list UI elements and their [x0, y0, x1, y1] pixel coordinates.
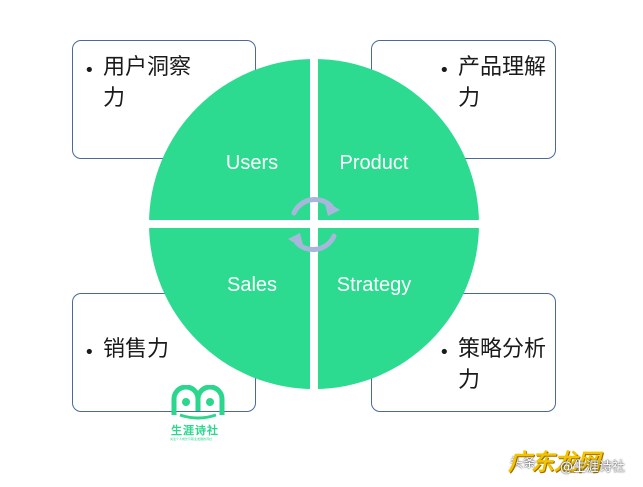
shengya-logo-icon [171, 385, 225, 420]
logo-name: 生涯诗社 [171, 424, 219, 437]
quadrant-users [149, 59, 310, 220]
card-text-user-insight: 用户洞察力 [103, 55, 192, 111]
card-text-strategy-analysis: 策略分析力 [458, 337, 547, 393]
quadrant-label-product: Product [340, 152, 409, 174]
quadrant-strategy [318, 228, 479, 389]
bullet: • [84, 342, 95, 363]
quadrant-product [318, 59, 479, 220]
card-text-sales: 销售力 [103, 337, 170, 362]
watermark-site: 广东龙网 [508, 450, 600, 476]
quadrant-label-users: Users [226, 152, 278, 174]
bullet: • [439, 342, 450, 363]
logo-tagline: 关注个人成长与职业发展的诗社 [170, 437, 213, 441]
quadrant-label-sales: Sales [227, 274, 277, 296]
watermark-prefix: 头条 [510, 456, 537, 471]
bullet: • [439, 60, 450, 81]
watermark-account: @生涯诗社 [560, 460, 626, 475]
quadrant-label-strategy: Strategy [337, 274, 411, 296]
bullet: • [84, 60, 95, 81]
card-text-product-understanding: 产品理解力 [458, 55, 547, 111]
quadrant-sales [149, 228, 310, 389]
